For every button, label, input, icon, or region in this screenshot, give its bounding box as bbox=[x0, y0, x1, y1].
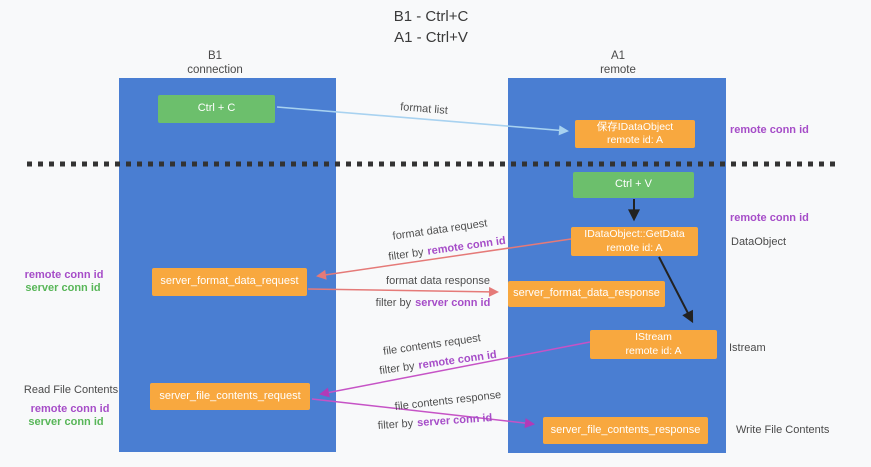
node-server-format-data-request-label: server_format_data_request bbox=[160, 275, 299, 288]
lifeline-header-b1: B1 connection bbox=[187, 50, 243, 78]
filter-by-text: filter by bbox=[375, 297, 412, 309]
node-save-idataobject: 保存IDataObject remote id: A bbox=[575, 120, 695, 148]
node-ctrl-v: Ctrl + V bbox=[573, 172, 694, 198]
filter-by-text: filter by bbox=[387, 246, 425, 264]
label-server-conn-id-mid-left: server conn id bbox=[25, 282, 101, 294]
node-ctrl-c-label: Ctrl + C bbox=[197, 102, 236, 115]
label-remote-conn-id-mid-left: remote conn id bbox=[24, 269, 104, 281]
label-remote-conn-id-top-right: remote conn id bbox=[730, 124, 809, 136]
label-write-file-contents: Write File Contents bbox=[736, 424, 830, 436]
node-server-format-data-request: server_format_data_request bbox=[152, 268, 307, 296]
node-idataobject-getdata-line1: IDataObject::GetData bbox=[584, 228, 685, 241]
label-remote-conn-id-mid-right: remote conn id bbox=[730, 212, 809, 224]
title-line-2: A1 - Ctrl+V bbox=[394, 29, 468, 46]
node-server-format-data-response: server_format_data_response bbox=[508, 281, 665, 307]
filter-key-remote-conn-id: remote conn id bbox=[426, 234, 507, 258]
label-format-data-response: format data response bbox=[386, 275, 490, 287]
label-format-list: format list bbox=[399, 101, 449, 117]
filter-key-remote-conn-id: remote conn id bbox=[417, 348, 498, 372]
lifeline-b1-role: connection bbox=[187, 63, 243, 76]
node-save-idataobject-line1: 保存IDataObject bbox=[596, 120, 674, 133]
label-read-file-contents: Read File Contents bbox=[23, 384, 119, 396]
node-istream: IStream remote id: A bbox=[590, 330, 717, 359]
diagram-title: B1 - Ctrl+C A1 - Ctrl+V bbox=[394, 6, 469, 48]
node-server-format-data-response-label: server_format_data_response bbox=[513, 287, 660, 300]
lifeline-header-a1: A1 remote bbox=[600, 50, 636, 78]
node-server-file-contents-request-label: server_file_contents_request bbox=[159, 389, 301, 402]
node-server-file-contents-response-label: server_file_contents_response bbox=[550, 423, 701, 436]
filter-by-text: filter by bbox=[377, 417, 414, 432]
lifeline-a1-role: remote bbox=[600, 63, 636, 76]
node-ctrl-c: Ctrl + C bbox=[158, 95, 275, 123]
node-istream-line2: remote id: A bbox=[625, 344, 682, 357]
node-ctrl-v-label: Ctrl + V bbox=[615, 178, 652, 191]
node-save-idataobject-line2: remote id: A bbox=[606, 134, 664, 146]
node-idataobject-getdata-line2: remote id: A bbox=[606, 241, 663, 254]
node-server-file-contents-response: server_file_contents_response bbox=[543, 417, 708, 444]
node-istream-line1: IStream bbox=[635, 331, 672, 344]
filter-key-server-conn-id: server conn id bbox=[416, 412, 493, 430]
filter-by-text: filter by bbox=[378, 360, 416, 378]
lifeline-b1-name: B1 bbox=[207, 50, 223, 62]
format-data-response-arrow bbox=[307, 286, 499, 297]
node-server-file-contents-request: server_file_contents_request bbox=[150, 383, 310, 410]
label-remote-conn-id-bottom-left: remote conn id bbox=[30, 403, 110, 415]
lifeline-a1-name: A1 bbox=[610, 50, 626, 62]
label-istream: Istream bbox=[729, 342, 766, 354]
node-idataobject-getdata: IDataObject::GetData remote id: A bbox=[571, 227, 698, 256]
title-line-1: B1 - Ctrl+C bbox=[393, 8, 469, 25]
label-server-conn-id-bottom-left: server conn id bbox=[28, 416, 104, 428]
label-file-contents-response: file contents response bbox=[394, 388, 502, 414]
filter-key-server-conn-id: server conn id bbox=[415, 297, 491, 309]
label-dataobject: DataObject bbox=[731, 236, 787, 248]
